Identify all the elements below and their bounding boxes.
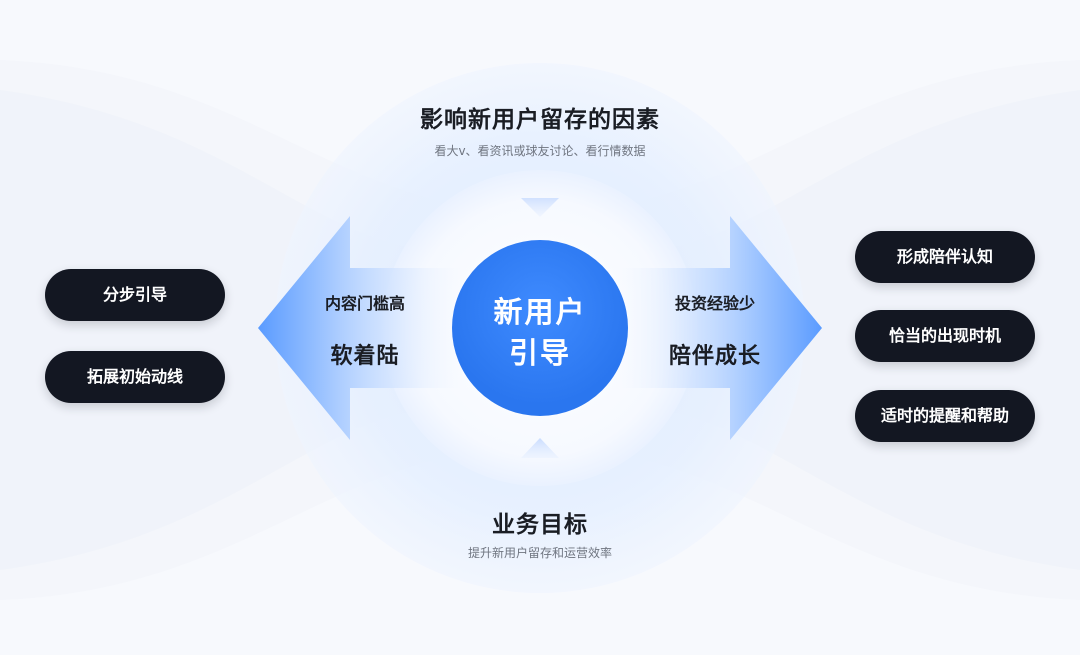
- right-pill-companion-awareness: 形成陪伴认知: [855, 231, 1035, 283]
- left-arrow-big-label: 软着陆: [330, 344, 400, 369]
- top-title: 影响新用户留存的因素: [420, 107, 660, 133]
- left-background-wing: [0, 90, 420, 570]
- left-pill-step-guide: 分步引导: [45, 269, 225, 321]
- left-arrow-small-label: 内容门槛高: [324, 294, 405, 313]
- right-pill-appear-timing: 恰当的出现时机: [855, 310, 1035, 362]
- left-arrow: [258, 216, 480, 440]
- bottom-title: 业务目标: [492, 512, 588, 538]
- center-circle: [452, 240, 628, 416]
- right-arrow-big-label: 陪伴成长: [668, 344, 761, 369]
- right-arrow-small-label: 投资经验少: [674, 294, 755, 313]
- top-pointer-triangle: [521, 198, 559, 217]
- top-subtitle: 看大v、看资讯或球友讨论、看行情数据: [434, 144, 646, 158]
- right-pill-timely-help: 适时的提醒和帮助: [855, 390, 1035, 442]
- bottom-pointer-triangle: [521, 438, 559, 458]
- bottom-subtitle: 提升新用户留存和运营效率: [467, 546, 612, 560]
- center-label-line1: 新用户: [493, 295, 587, 329]
- right-arrow: [600, 216, 822, 440]
- left-pill-expand-flow: 拓展初始动线: [45, 351, 225, 403]
- center-label-line2: 引导: [508, 336, 571, 370]
